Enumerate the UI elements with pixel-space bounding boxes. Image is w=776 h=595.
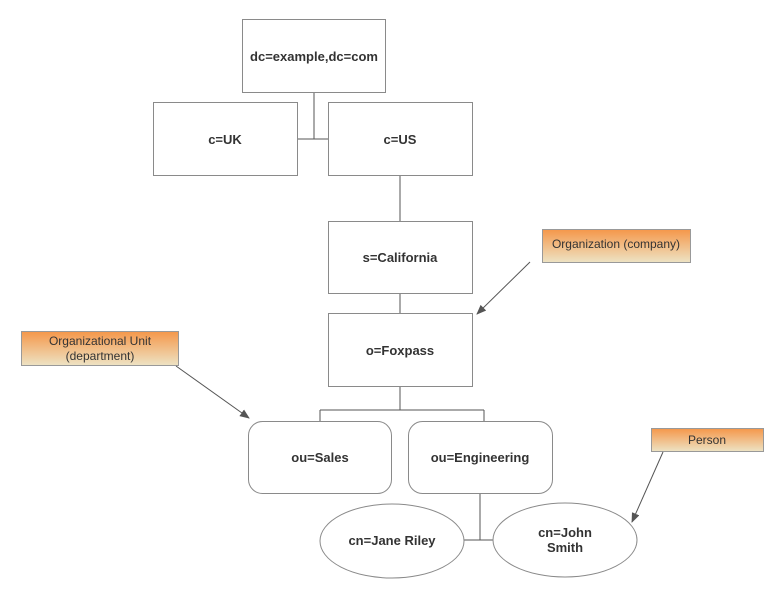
node-uk[interactable]: c=UK xyxy=(153,102,298,176)
node-engineering[interactable]: ou=Engineering xyxy=(408,421,553,494)
node-state-label: s=California xyxy=(363,250,439,265)
callout-org-unit-label-2: (department) xyxy=(66,349,135,363)
node-root[interactable]: dc=example,dc=com xyxy=(242,19,386,93)
node-john-label-2: Smith xyxy=(547,540,583,555)
node-us-label: c=US xyxy=(384,132,417,147)
callout-organization-arrow xyxy=(476,261,531,315)
node-uk-label: c=UK xyxy=(208,132,242,147)
connector-engineering-people xyxy=(464,493,493,541)
node-jane[interactable]: cn=Jane Riley xyxy=(319,503,465,579)
node-org[interactable]: o=Foxpass xyxy=(328,313,473,387)
callout-org-unit-label-1: Organizational Unit xyxy=(49,334,152,348)
node-john-label-1: cn=John xyxy=(538,525,592,540)
node-engineering-label: ou=Engineering xyxy=(431,450,530,465)
callout-org-unit: Organizational Unit (department) xyxy=(21,331,250,419)
node-sales-label: ou=Sales xyxy=(291,450,348,465)
callout-organization-label: Organization (company) xyxy=(552,237,680,251)
connector-org-units xyxy=(319,386,485,421)
callout-org-unit-arrow xyxy=(175,365,250,419)
callout-person-label: Person xyxy=(688,433,726,447)
callout-person: Person xyxy=(631,428,764,523)
node-root-label: dc=example,dc=com xyxy=(250,49,378,64)
node-jane-label: cn=Jane Riley xyxy=(348,533,436,548)
callout-person-arrow xyxy=(631,451,664,523)
connector-root-countries xyxy=(297,92,328,140)
connectors xyxy=(297,92,493,541)
node-us[interactable]: c=US xyxy=(328,102,473,176)
node-state[interactable]: s=California xyxy=(328,221,473,294)
node-org-label: o=Foxpass xyxy=(366,343,434,358)
callout-organization: Organization (company) xyxy=(476,229,691,315)
node-sales[interactable]: ou=Sales xyxy=(248,421,392,494)
node-john[interactable]: cn=John Smith xyxy=(492,502,638,578)
